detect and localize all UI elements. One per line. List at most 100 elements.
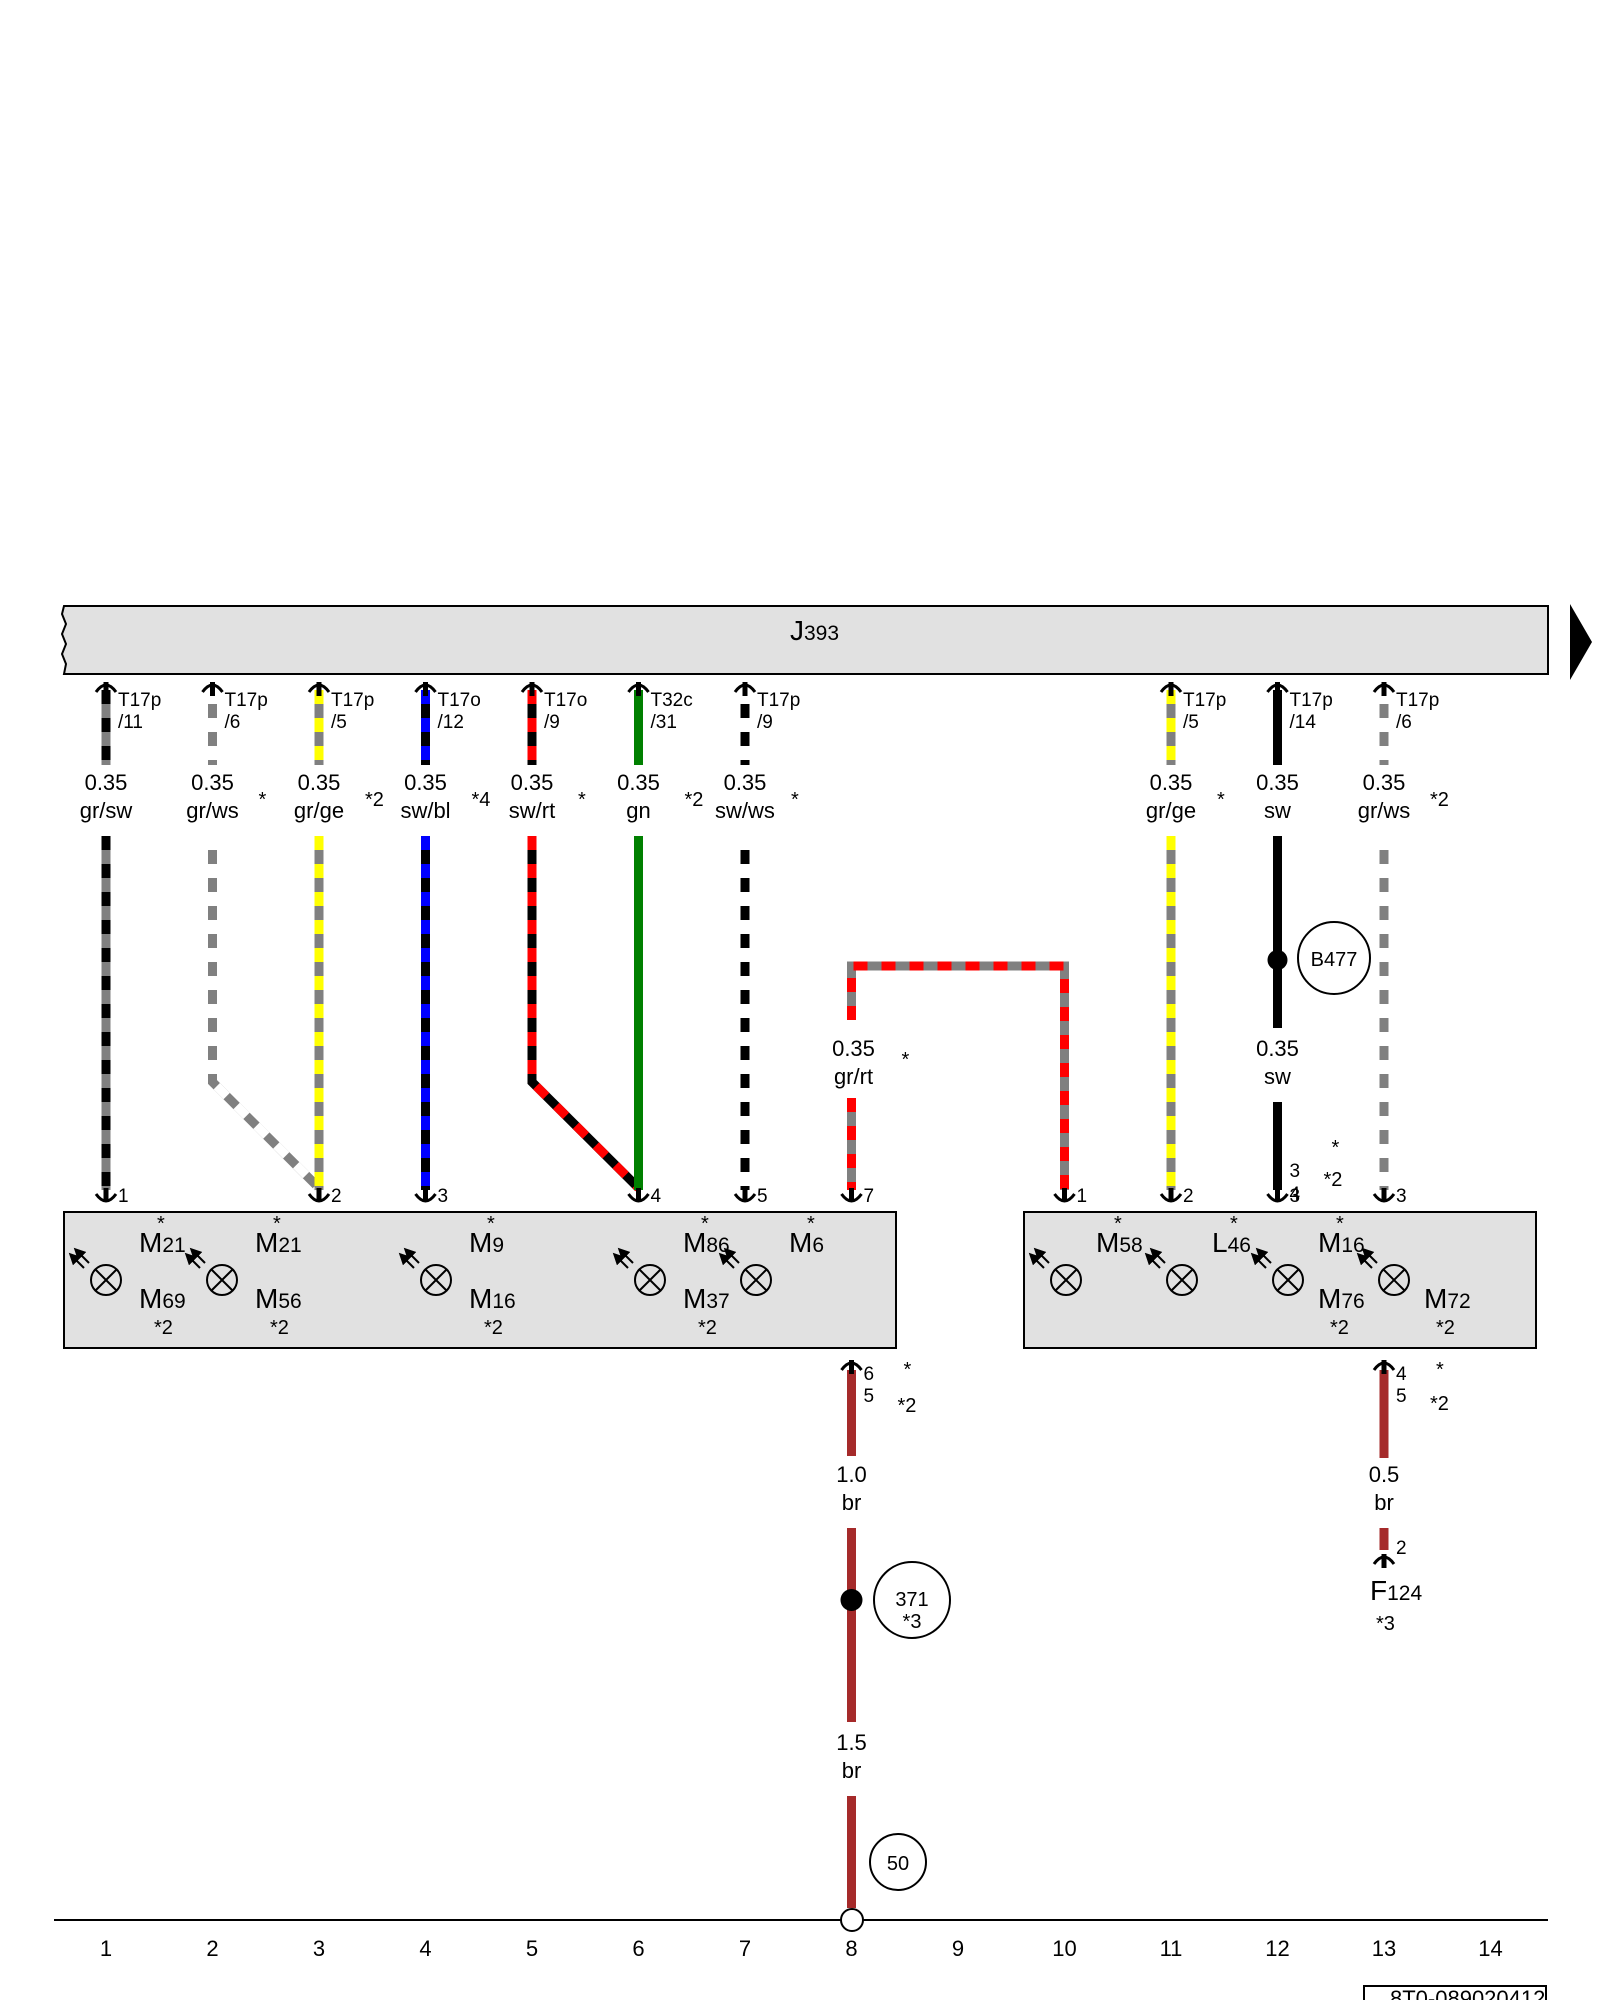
right-box-pin-label-3a: 3 [1290, 1161, 1301, 1182]
connector-pin-c12: /14 [1290, 712, 1317, 733]
control-unit-j393 [60, 605, 1549, 675]
left-box-pin-label-3: 3 [438, 1186, 449, 1207]
wire-col13-size: 0.5 [1369, 1462, 1400, 1487]
left-lamp-top-2: M9 [469, 1227, 504, 1258]
left-lamp-top-1-star: * [273, 1213, 281, 1235]
connector-pin-c11: /5 [1183, 712, 1199, 733]
left-lamp-top-2-star: * [487, 1213, 495, 1235]
right-box-pin-note-b: *2 [1324, 1169, 1343, 1191]
left-box-bottom-pin [840, 1360, 863, 1374]
wire-size-c3: 0.35 [298, 770, 341, 795]
connector-name-c7: T17p [757, 690, 800, 711]
b477-wire-color: sw [1264, 1064, 1291, 1089]
connector-pin-c4: /12 [438, 712, 464, 733]
doc-ref: 8T0-089020412 [1390, 1986, 1545, 2000]
wire-color-c1: gr/sw [80, 798, 133, 823]
right-box-pin-2 [1266, 1188, 1289, 1203]
labels: T17p/11 0.35 gr/sw T17p/6 0.35 gr/ws * T17p/5 0.… [80, 690, 1471, 1891]
wire-size-c7: 0.35 [724, 770, 767, 795]
fuse-connector [1372, 1554, 1396, 1568]
right-lamp-top-1-star: * [1230, 1213, 1238, 1235]
right-lamp-top-2: M16 [1318, 1227, 1365, 1258]
left-lamp-bottom-3: M37 [683, 1283, 730, 1314]
connector-name-c4: T17o [438, 690, 481, 711]
lamp-icon-left-4 [718, 1247, 772, 1296]
right-box-pin-3 [1372, 1188, 1396, 1203]
left-lamp-bottom-0: M69 [139, 1283, 186, 1314]
left-lamp-note-0: *2 [154, 1317, 173, 1339]
node-50: 50 [869, 1833, 927, 1891]
node-371: 371*3 [840, 1561, 951, 1639]
wire-color-c11: gr/ge [1146, 798, 1196, 823]
wire-col8-b-color: br [842, 1758, 862, 1783]
left-lamp-bottom-2: M16 [469, 1283, 516, 1314]
bridge-wire-color: gr/rt [834, 1064, 873, 1089]
lamp-icon-left-3 [612, 1247, 666, 1296]
column-number-2: 2 [206, 1936, 218, 1961]
wire-note-c3: *2 [365, 789, 384, 811]
left-lamp-note-2: *2 [484, 1317, 503, 1339]
left-lamp-top-4-star: * [807, 1213, 815, 1235]
right-box-pin-label-3b: 4 [1290, 1184, 1301, 1205]
bridge-wire-size: 0.35 [832, 1036, 875, 1061]
connector-c7 [733, 682, 757, 696]
left-box-pin-label-4: 4 [651, 1186, 662, 1207]
right-lamp-top-0: M58 [1096, 1227, 1143, 1258]
connector-pin-c7: /9 [757, 712, 773, 733]
node-371-note: *3 [903, 1611, 922, 1633]
connector-c12 [1266, 682, 1289, 696]
connector-name-c12: T17p [1290, 690, 1333, 711]
left-lamp-note-1: *2 [270, 1317, 289, 1339]
connector-pin-c2: /6 [225, 712, 241, 733]
connector-name-c2: T17p [225, 690, 268, 711]
column-number-9: 9 [952, 1936, 964, 1961]
wire-note-c6: *2 [685, 789, 704, 811]
doc-ref-box [1363, 1985, 1547, 2000]
left-bottom-note-a: * [904, 1359, 912, 1381]
right-lamp-top-2-star: * [1336, 1213, 1344, 1235]
left-lamp-top-0: M21 [139, 1227, 186, 1258]
lamp-icon-left-0 [68, 1247, 122, 1296]
left-box-pin-label-2: 2 [331, 1186, 342, 1207]
left-box-pin-5 [733, 1188, 757, 1203]
wire-color-c12: sw [1264, 798, 1291, 823]
connector-c11 [1159, 682, 1183, 696]
right-box-pin-note-a: * [1332, 1137, 1340, 1159]
right-bottom-pin-a: 4 [1396, 1364, 1407, 1385]
right-lamp-note-3: *2 [1436, 1317, 1455, 1339]
left-lamp-note-3: *2 [698, 1317, 717, 1339]
connector-c2 [201, 682, 224, 696]
connector-name-c1: T17p [118, 690, 161, 711]
right-box-pin-label-3: 3 [1396, 1186, 1407, 1207]
wire-color-c13: gr/ws [1358, 798, 1411, 823]
connector-pin-c13: /6 [1396, 712, 1412, 733]
right-box-pin-1 [1159, 1188, 1183, 1203]
wire-run-c2 [208, 836, 323, 1192]
right-box-pin-label-2: 3 [1290, 1186, 1301, 1207]
right-box-pin-label-0: 1 [1077, 1186, 1088, 1207]
node-371-label: 371 [895, 1589, 928, 1611]
column-number-12: 12 [1265, 1936, 1289, 1961]
lamp-icon-right-3 [1356, 1247, 1410, 1296]
wire-run-c5 [527, 836, 642, 1192]
connector-name-c5: T17o [544, 690, 587, 711]
left-bottom-pin-b: 5 [864, 1386, 875, 1407]
column-number-3: 3 [313, 1936, 325, 1961]
wire-note-c13: *2 [1430, 789, 1449, 811]
connector-pin-c1: /11 [118, 712, 143, 733]
right-lamp-bottom-3: M72 [1424, 1283, 1471, 1314]
wire-color-c5: sw/rt [509, 798, 555, 823]
ground-terminal [840, 1908, 864, 1932]
wire-col8-b-size: 1.5 [836, 1730, 867, 1755]
node-50-label: 50 [887, 1853, 909, 1875]
wire-size-c13: 0.35 [1363, 770, 1406, 795]
connector-name-c6: T32c [651, 690, 693, 711]
control-unit-label: J393 [790, 615, 839, 646]
left-lamp-top-0-star: * [157, 1213, 165, 1235]
column-number-8: 8 [845, 1936, 857, 1961]
left-box-pin-1 [94, 1188, 118, 1203]
right-box-pin-label-1: 2 [1183, 1186, 1194, 1207]
connector-c13 [1372, 682, 1396, 696]
